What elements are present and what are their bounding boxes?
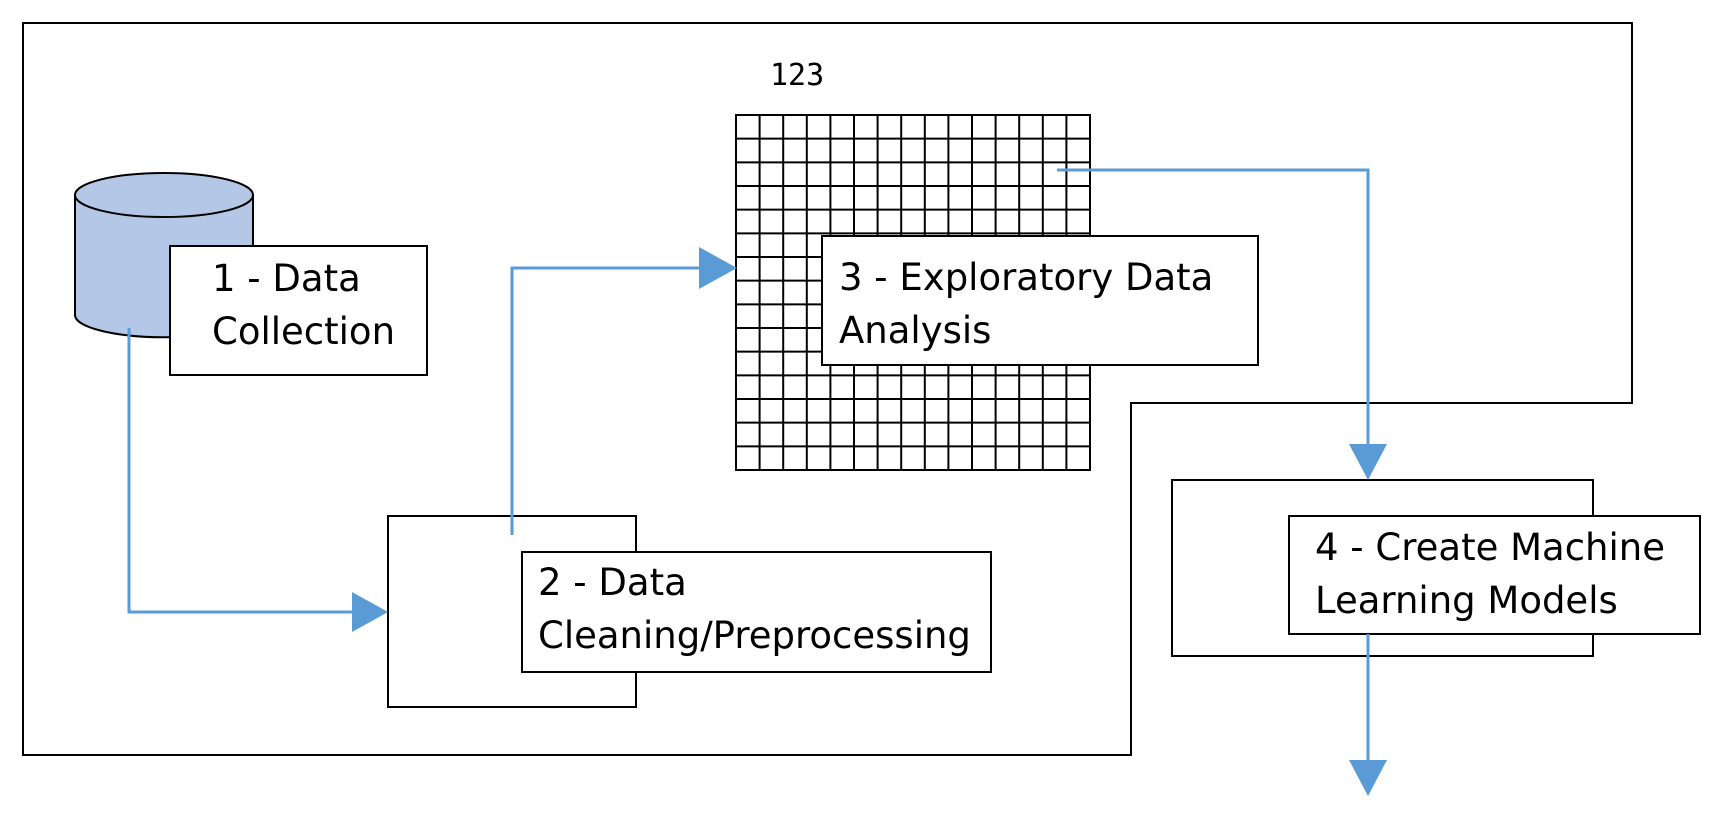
step-3-box	[821, 235, 1259, 366]
step-2-box	[521, 551, 992, 673]
outer-boundary	[22, 22, 1633, 756]
step-4-label: 4 - Create Machine Learning Models	[1315, 526, 1666, 622]
arrowhead-4	[1349, 760, 1387, 796]
top-label: 123	[770, 58, 825, 93]
arrow-3-to-4	[1057, 168, 1370, 447]
arrowhead-2	[699, 247, 737, 289]
step-2-label: 2 - Data Cleaning/Preprocessing	[538, 561, 971, 657]
step-4-box	[1288, 515, 1701, 635]
step-1-label: 1 - Data Collection	[212, 257, 396, 353]
arrow-2-to-3	[510, 266, 700, 535]
step-3-label: 3 - Exploratory Data Analysis	[839, 256, 1214, 352]
arrowhead-3	[1349, 444, 1387, 480]
step-1-box	[169, 245, 428, 376]
arrow-1-to-2	[127, 328, 355, 614]
arrowhead-1	[352, 592, 388, 632]
